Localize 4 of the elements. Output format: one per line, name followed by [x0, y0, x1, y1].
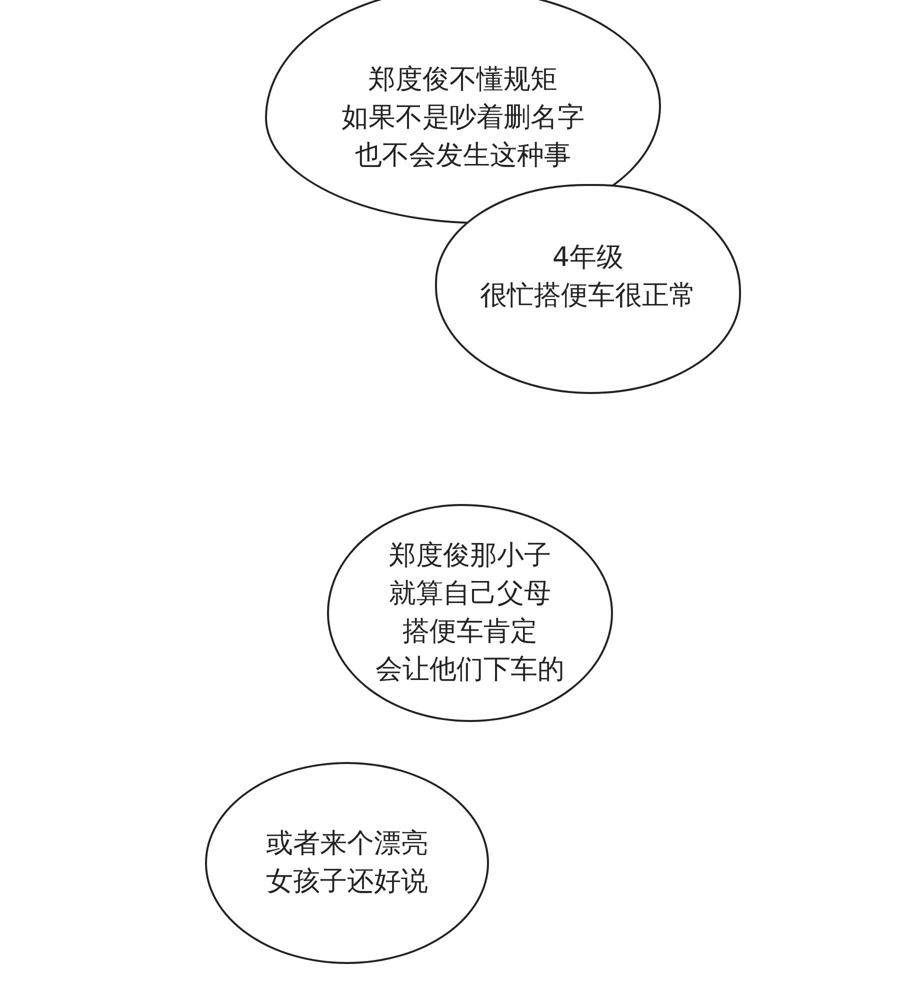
bubble-text: 4年级很忙搭便车很正常: [480, 241, 696, 313]
bubble-text: 或者来个漂亮女孩子还好说: [266, 827, 428, 899]
bubble-text: 郑度俊不懂规矩如果不是吵着删名字也不会发生这种事: [342, 63, 584, 173]
bubble-text: 郑度俊那小子就算自己父母搭便车肯定会让他们下车的: [376, 539, 564, 687]
